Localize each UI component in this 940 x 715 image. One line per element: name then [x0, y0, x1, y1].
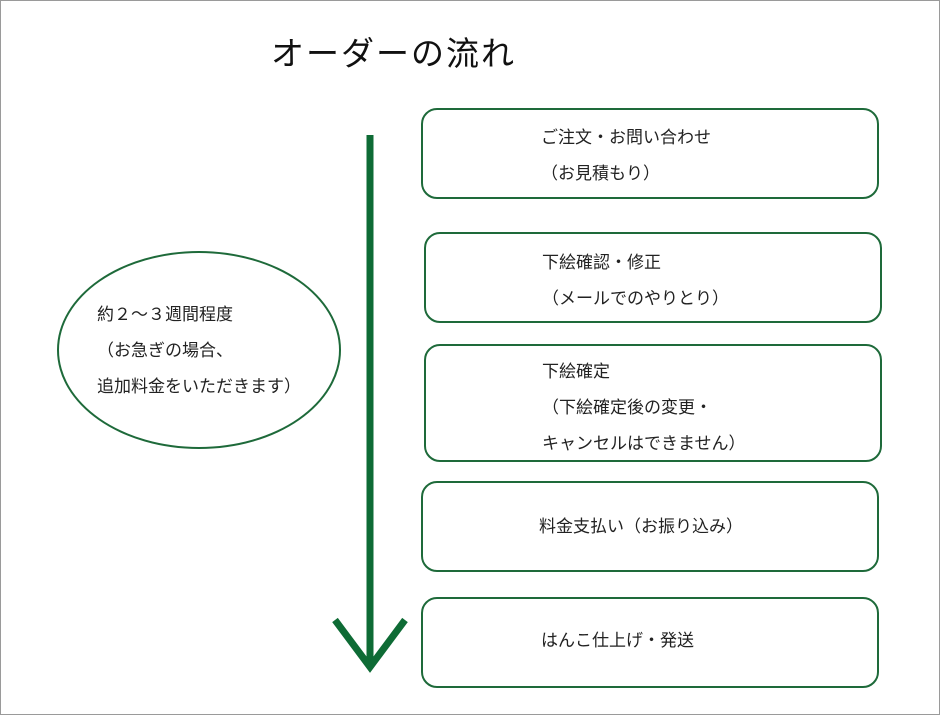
- step-line: 下絵確認・修正: [542, 253, 661, 273]
- step-draft-final: 下絵確定 （下絵確定後の変更・ キャンセルはできません）: [424, 344, 882, 462]
- step-line: （メールでのやりとり）: [542, 289, 729, 309]
- step-draft-review: 下絵確認・修正 （メールでのやりとり）: [424, 232, 882, 323]
- step-line: （下絵確定後の変更・: [542, 398, 712, 418]
- duration-note: 約２〜３週間程度 （お急ぎの場合、 追加料金をいただきます）: [57, 251, 341, 449]
- step-line: （お見積もり）: [541, 164, 660, 184]
- note-line: 約２〜３週間程度: [97, 305, 233, 325]
- step-line: はんこ仕上げ・発送: [541, 631, 694, 651]
- note-line: （お急ぎの場合、: [97, 341, 233, 361]
- note-line: 追加料金をいただきます）: [97, 377, 301, 397]
- step-order-inquiry: ご注文・お問い合わせ （お見積もり）: [421, 108, 879, 199]
- step-payment: 料金支払い（お振り込み）: [421, 481, 879, 572]
- arrow-head: [332, 617, 408, 673]
- step-line: ご注文・お問い合わせ: [541, 128, 711, 148]
- step-finish-ship: はんこ仕上げ・発送: [421, 597, 879, 688]
- page-title: オーダーの流れ: [271, 34, 516, 73]
- step-line: 下絵確定: [542, 362, 610, 382]
- step-line: 料金支払い（お振り込み）: [539, 517, 743, 537]
- step-line: キャンセルはできません）: [542, 434, 746, 454]
